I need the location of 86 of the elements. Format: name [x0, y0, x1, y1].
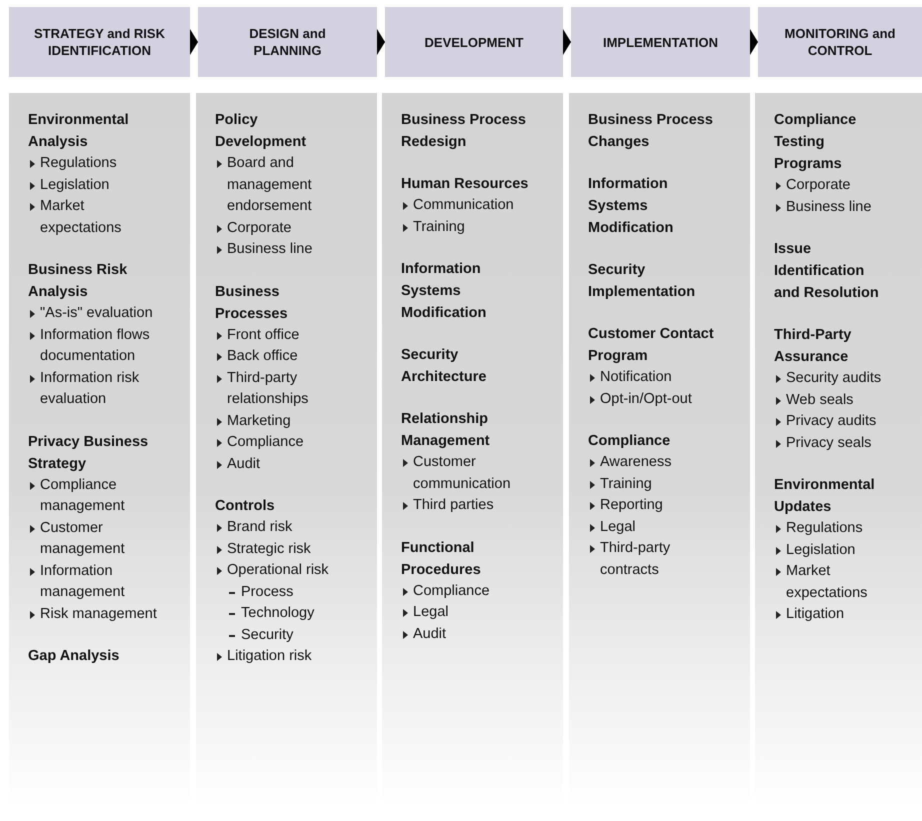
list-item: Litigation risk: [227, 647, 312, 666]
section-heading: Business Process Redesign: [401, 111, 527, 152]
section-heading: Human Resources: [401, 175, 530, 194]
list-item: Market expectations: [40, 197, 122, 238]
list-item: Awareness: [600, 453, 672, 472]
header-text: STRATEGY and RISK IDENTIFICATION: [33, 25, 166, 59]
list-item: Legal: [413, 603, 448, 622]
header-text: DESIGN and PLANNING: [248, 25, 327, 59]
section-heading: Business Risk Analysis: [28, 261, 128, 302]
list-item: Web seals: [786, 390, 854, 410]
list-item: Privacy audits: [786, 412, 876, 431]
list-item: Third parties: [413, 496, 494, 515]
header-text: DEVELOPMENT: [424, 34, 524, 50]
list-item: Business line: [786, 198, 872, 216]
list-item: Strategic risk: [227, 540, 311, 558]
stage-header: [385, 7, 563, 77]
stage-header: [198, 7, 377, 77]
list-item: Process: [241, 582, 294, 602]
list-item: Back office: [227, 347, 298, 366]
section-heading: Controls: [215, 497, 276, 516]
header-text: MONITORING and CONTROL: [784, 25, 896, 59]
section-heading: Policy Development: [215, 111, 308, 152]
chevron-arrow: [190, 29, 198, 55]
list-item: Legal: [600, 518, 636, 536]
stage-header: [758, 7, 922, 77]
section-heading: Business Processes: [215, 282, 289, 324]
list-item: Third-party relationships: [227, 368, 310, 409]
chevron-arrow: [376, 29, 386, 55]
list-item: Brand risk: [227, 518, 292, 537]
list-item: Audit: [227, 454, 260, 474]
list-item: Compliance: [227, 433, 304, 452]
list-item: Customer communication: [413, 453, 512, 494]
list-item: Board and management endorsement: [227, 154, 313, 216]
list-item: Regulations: [786, 519, 863, 538]
list-item: Training: [413, 218, 465, 236]
stage-header: [9, 7, 190, 77]
section-heading: Privacy Business Strategy: [28, 432, 150, 474]
section-heading: Compliance: [588, 432, 672, 451]
list-item: Customer management: [40, 518, 126, 559]
list-item: Litigation: [786, 605, 844, 624]
list-item: Corporate: [227, 218, 292, 238]
section-heading: Environmental Analysis: [28, 111, 130, 152]
section-heading: Information Systems Modification: [401, 260, 488, 323]
list-item: Operational risk: [227, 561, 329, 580]
list-item: Marketing: [227, 412, 291, 430]
list-item: Compliance management: [40, 476, 126, 516]
section-heading: Gap Analysis: [28, 647, 120, 666]
list-item: Front office: [227, 326, 300, 344]
list-item: Information risk evaluation: [40, 368, 140, 409]
section-heading: Security Implementation: [588, 261, 696, 302]
chevron-arrow: [562, 29, 572, 55]
section-heading: Issue Identification and Resolution: [774, 240, 880, 303]
list-item: Notification: [600, 368, 672, 387]
list-item: Compliance: [413, 582, 490, 600]
section-heading: Functional Procedures: [401, 538, 482, 580]
list-item: Privacy seals: [786, 434, 872, 452]
section-heading: Customer Contact Program: [588, 325, 715, 366]
chevron-arrow: [750, 29, 758, 55]
section-heading: Compliance Testing Programs: [774, 111, 858, 174]
list-item: Business line: [227, 240, 312, 259]
section-heading: Information Systems Modification: [588, 175, 674, 238]
list-item: Third-party contracts: [600, 539, 672, 580]
list-item: Legislation: [40, 176, 110, 194]
section-heading: Business Process Changes: [588, 111, 714, 152]
list-item: Regulations: [40, 154, 117, 173]
list-item: Information management: [40, 562, 126, 602]
stage-header: [571, 7, 750, 77]
section-heading: Environmental Updates: [774, 476, 876, 517]
list-item: Training: [600, 474, 652, 494]
list-item: Opt-in/Opt-out: [600, 390, 692, 408]
list-item: Technology: [241, 604, 314, 623]
list-item: Legislation: [786, 540, 856, 560]
list-item: Market expectations: [786, 562, 868, 602]
list-item: Audit: [413, 624, 446, 644]
section-heading: Relationship Management: [401, 410, 491, 451]
header-text: IMPLEMENTATION: [602, 34, 718, 50]
list-item: Reporting: [600, 496, 663, 515]
list-item: Information flows documentation: [40, 326, 151, 366]
list-item: "As-is" evaluation: [40, 304, 153, 323]
list-item: Risk management: [40, 604, 157, 624]
list-item: Communication: [413, 196, 514, 215]
list-item: Security audits: [786, 369, 882, 388]
list-item: Corporate: [786, 176, 850, 195]
section-heading: Security Architecture: [401, 346, 488, 387]
list-item: Security: [241, 626, 294, 644]
section-heading: Third-Party Assurance: [774, 326, 852, 367]
